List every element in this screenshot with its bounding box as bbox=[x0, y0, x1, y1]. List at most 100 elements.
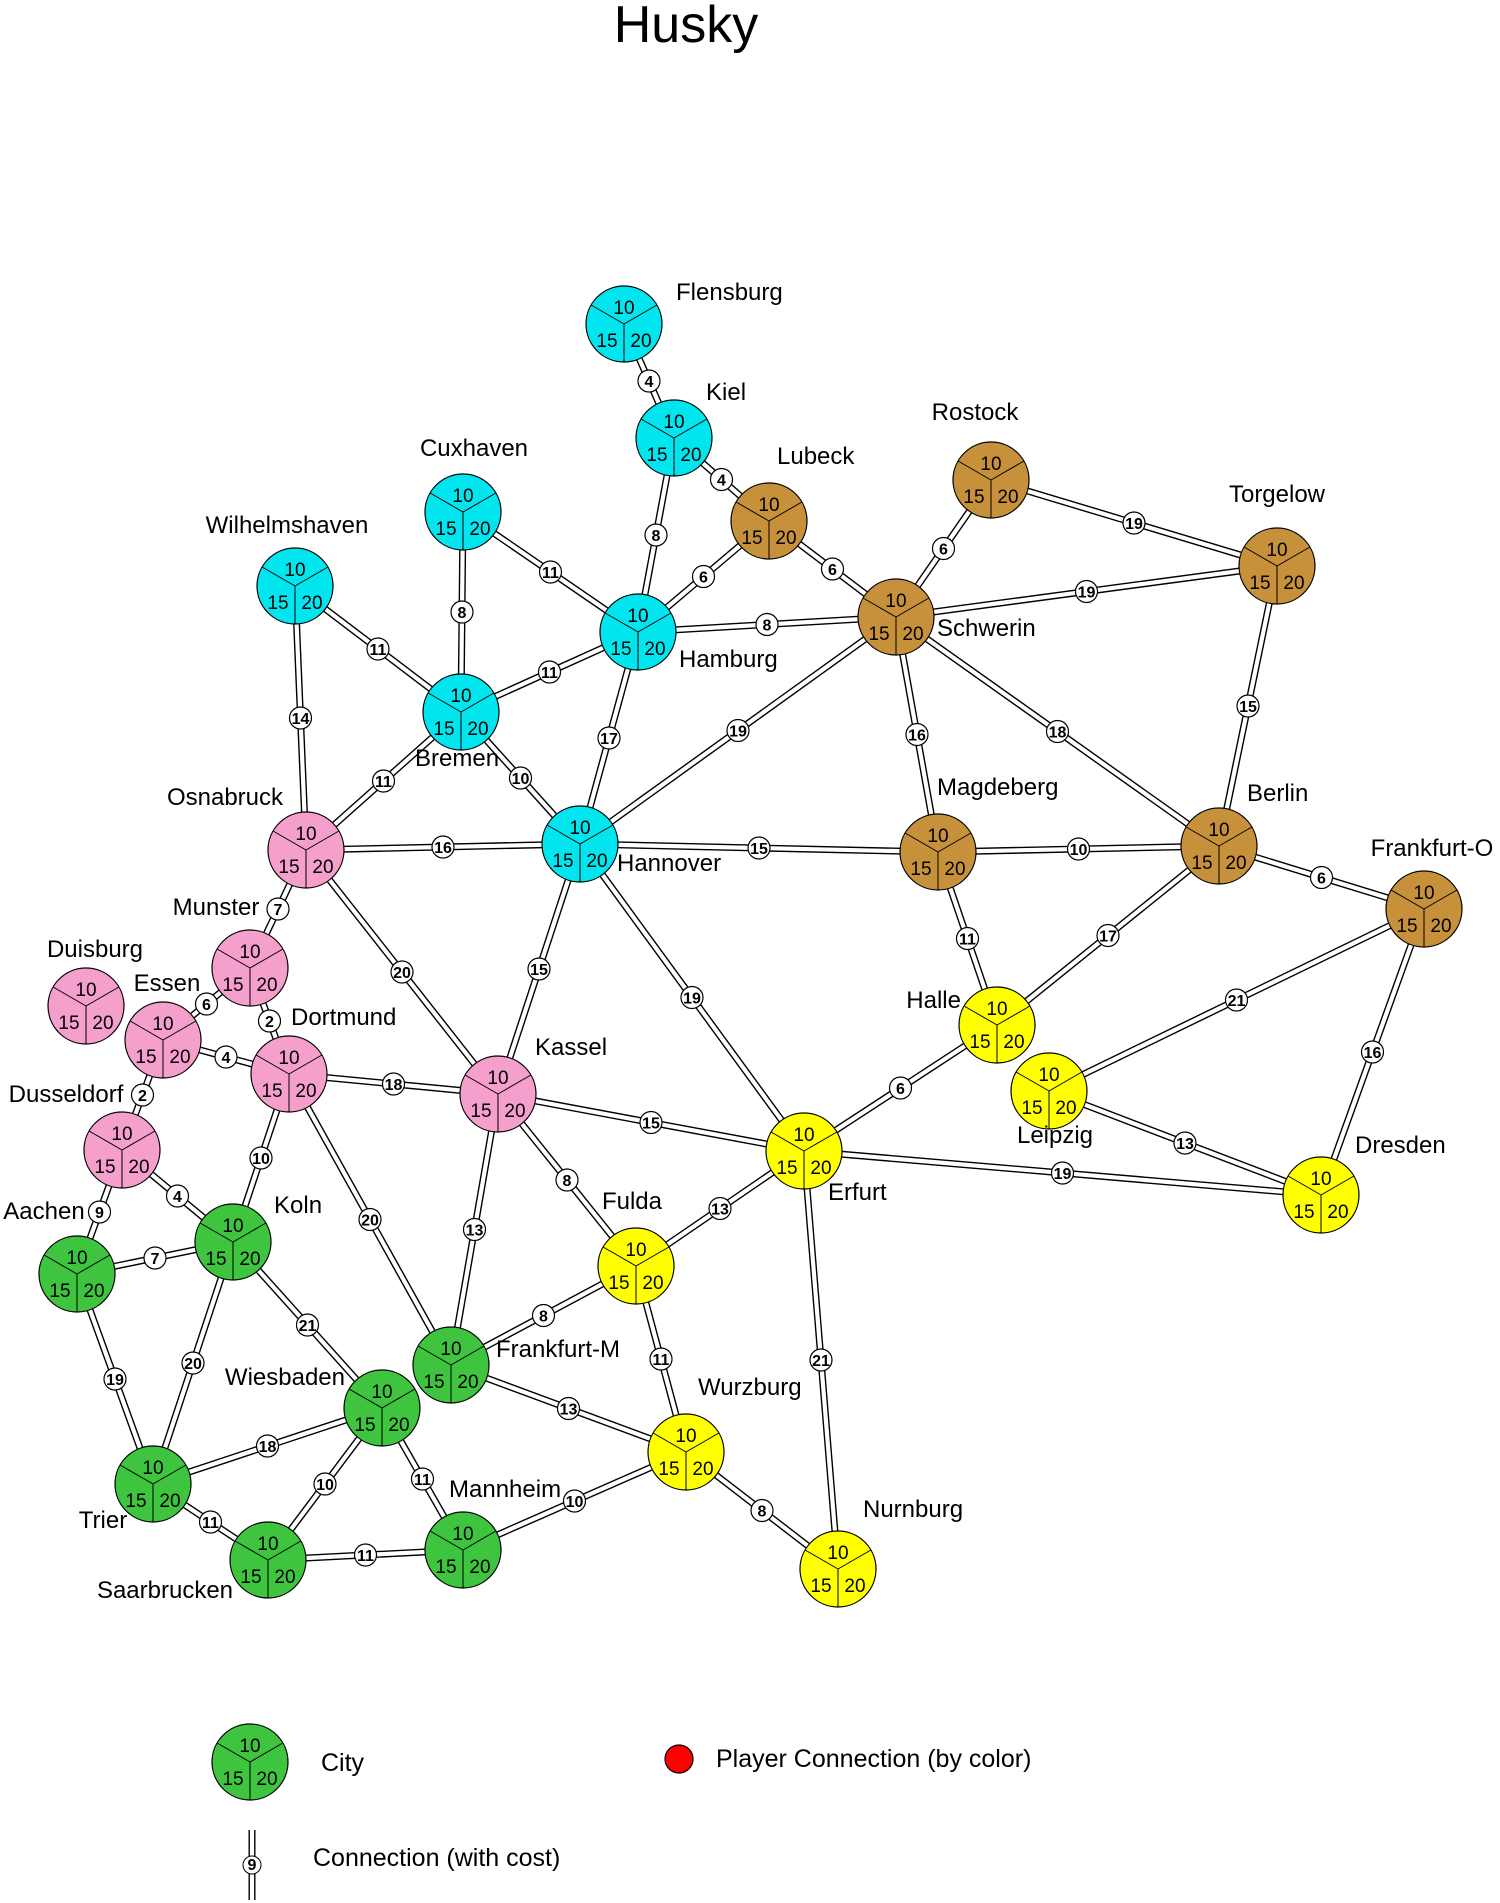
connection-cost-badge: 8 bbox=[644, 523, 668, 547]
connection-cost-badge: 16 bbox=[1360, 1040, 1385, 1064]
connection-cost: 15 bbox=[750, 841, 768, 858]
city-slot-cost: 20 bbox=[295, 1081, 316, 1102]
city-label: Wilhelmshaven bbox=[206, 512, 369, 539]
connection-cost-badge: 6 bbox=[691, 564, 716, 589]
city-slot-cost: 20 bbox=[1327, 1202, 1348, 1223]
connection-cost: 19 bbox=[1125, 516, 1143, 533]
legend-connection-label: Connection (with cost) bbox=[313, 1844, 560, 1872]
connection-cost: 6 bbox=[828, 562, 837, 579]
city-slot-cost: 20 bbox=[586, 851, 607, 872]
city-slot-cost: 10 bbox=[278, 1048, 299, 1069]
connection-cost-badge: 7 bbox=[266, 897, 290, 921]
connection-cost-badge: 11 bbox=[955, 926, 980, 951]
connection-cost: 10 bbox=[566, 1494, 584, 1511]
connection-cost-badge: 18 bbox=[255, 1434, 280, 1458]
connection-cost-badge: 16 bbox=[905, 722, 929, 747]
city-slot-cost: 10 bbox=[927, 826, 948, 847]
city-slot-cost: 15 bbox=[240, 1567, 261, 1588]
connection-cost: 11 bbox=[357, 1548, 374, 1565]
city-slot-cost: 10 bbox=[625, 1240, 646, 1261]
city-label: Torgelow bbox=[1229, 481, 1326, 508]
city-slot-cost: 20 bbox=[159, 1491, 180, 1512]
connection-cost: 8 bbox=[539, 1309, 548, 1326]
connection-cost: 16 bbox=[1364, 1045, 1382, 1062]
city-label: Saarbrucken bbox=[97, 1577, 233, 1604]
city-slot-cost: 20 bbox=[844, 1576, 865, 1597]
city-label: Wurzburg bbox=[698, 1374, 802, 1401]
connection-cost: 11 bbox=[541, 665, 558, 682]
city-label: Hamburg bbox=[679, 646, 778, 673]
connection-cost: 15 bbox=[642, 1116, 660, 1133]
connection-cost: 4 bbox=[645, 374, 654, 391]
legend-connection-cost: 9 bbox=[248, 1857, 257, 1874]
city-slot-cost: 10 bbox=[675, 1426, 696, 1447]
connection-cost-badge: 2 bbox=[257, 1009, 282, 1033]
connection-cost: 13 bbox=[560, 1402, 578, 1419]
connection-cost: 8 bbox=[652, 528, 661, 545]
city-slot-cost: 15 bbox=[267, 593, 288, 614]
connection-cost-badge: 11 bbox=[353, 1543, 378, 1567]
connection-cost-badge: 13 bbox=[556, 1396, 581, 1421]
connection-cost: 2 bbox=[138, 1088, 147, 1105]
city-slot-cost: 15 bbox=[354, 1415, 375, 1436]
connection-cost-badge: 10 bbox=[508, 766, 533, 790]
city-slot-cost: 15 bbox=[776, 1158, 797, 1179]
connection-cost: 4 bbox=[173, 1189, 182, 1206]
city-slot-cost: 15 bbox=[435, 519, 456, 540]
city-label: Dresden bbox=[1355, 1132, 1446, 1159]
connection-cost: 19 bbox=[106, 1372, 124, 1389]
connection-cost: 15 bbox=[530, 962, 548, 979]
connection-cost-badge: 6 bbox=[194, 992, 219, 1016]
city-slot-cost: 15 bbox=[222, 1769, 243, 1790]
city-slot-cost: 15 bbox=[1293, 1202, 1314, 1223]
connection-cost-badge: 13 bbox=[1173, 1131, 1197, 1155]
city-slot-cost: 20 bbox=[642, 1273, 663, 1294]
city-slot-cost: 10 bbox=[152, 1014, 173, 1035]
connection-cost: 6 bbox=[1317, 871, 1326, 888]
city-slot-cost: 15 bbox=[278, 857, 299, 878]
city-label: Flensburg bbox=[676, 279, 783, 306]
connection-cost: 15 bbox=[1239, 699, 1257, 716]
city-slot-cost: 10 bbox=[487, 1068, 508, 1089]
city-slot-cost: 20 bbox=[1003, 1032, 1024, 1053]
city-slot-cost: 20 bbox=[312, 857, 333, 878]
legend-player-connection-icon bbox=[664, 1744, 694, 1774]
